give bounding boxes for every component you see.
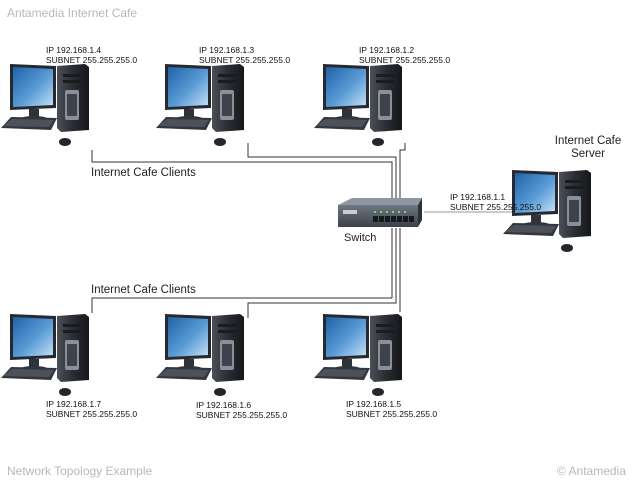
- client-pc-192-168-1-4: [1, 64, 89, 146]
- switch-ports: [373, 216, 414, 222]
- subnet-mask: SUBNET 255.255.255.0: [46, 409, 138, 419]
- cable-client-192-168-1-6: [247, 228, 397, 318]
- server-title: Internet Cafe Server: [545, 135, 631, 161]
- client-pc-192-168-1-2: [314, 64, 402, 146]
- network-switch: [338, 198, 422, 227]
- server-subnet-mask: SUBNET 255.255.255.0: [450, 202, 542, 212]
- client-pc-192-168-1-7: [1, 314, 89, 396]
- client-address-label: IP 192.168.1.3 SUBNET 255.255.255.0: [199, 45, 290, 65]
- client-address-label: IP 192.168.1.2 SUBNET 255.255.255.0: [359, 45, 450, 65]
- server-title-line: Server: [571, 148, 605, 160]
- subnet-mask: SUBNET 255.255.255.0: [196, 410, 288, 420]
- server-title-line: Internet Cafe: [554, 135, 622, 147]
- client-address-label: IP 192.168.1.5 SUBNET 255.255.255.0: [346, 399, 437, 419]
- subnet-mask: SUBNET 255.255.255.0: [346, 409, 438, 419]
- subnet-mask: SUBNET 255.255.255.0: [46, 55, 138, 65]
- top-group-label: Internet Cafe Clients: [91, 167, 196, 179]
- ip-address: IP 192.168.1.5: [346, 399, 402, 409]
- client-address-label: IP 192.168.1.7 SUBNET 255.255.255.0: [46, 399, 137, 419]
- server-ip-address: IP 192.168.1.1: [450, 192, 506, 202]
- client-pc-192-168-1-3: [156, 64, 244, 146]
- page-title: Antamedia Internet Cafe: [7, 6, 138, 20]
- cable-client-192-168-1-4: [91, 150, 393, 200]
- cable-client-192-168-1-7: [91, 228, 393, 313]
- ip-address: IP 192.168.1.3: [199, 45, 255, 55]
- ip-address: IP 192.168.1.4: [46, 45, 102, 55]
- cable-client-192-168-1-3: [247, 143, 397, 200]
- switch-label: Switch: [344, 232, 377, 244]
- ip-address: IP 192.168.1.7: [46, 399, 102, 409]
- ip-address: IP 192.168.1.6: [196, 400, 252, 410]
- client-pc-192-168-1-6: [156, 314, 244, 396]
- ip-address: IP 192.168.1.2: [359, 45, 415, 55]
- cable-client-192-168-1-2: [399, 143, 406, 200]
- footer-caption: Network Topology Example: [7, 464, 153, 478]
- server-address-label: IP 192.168.1.1 SUBNET 255.255.255.0: [450, 192, 541, 212]
- footer-copyright: © Antamedia: [557, 464, 626, 478]
- network-cables: [91, 143, 545, 318]
- subnet-mask: SUBNET 255.255.255.0: [199, 55, 291, 65]
- client-pc-192-168-1-5: [314, 314, 402, 396]
- client-address-label: IP 192.168.1.4 SUBNET 255.255.255.0: [46, 45, 137, 65]
- bottom-group-label: Internet Cafe Clients: [91, 284, 196, 296]
- client-address-label: IP 192.168.1.6 SUBNET 255.255.255.0: [196, 400, 287, 420]
- subnet-mask: SUBNET 255.255.255.0: [359, 55, 451, 65]
